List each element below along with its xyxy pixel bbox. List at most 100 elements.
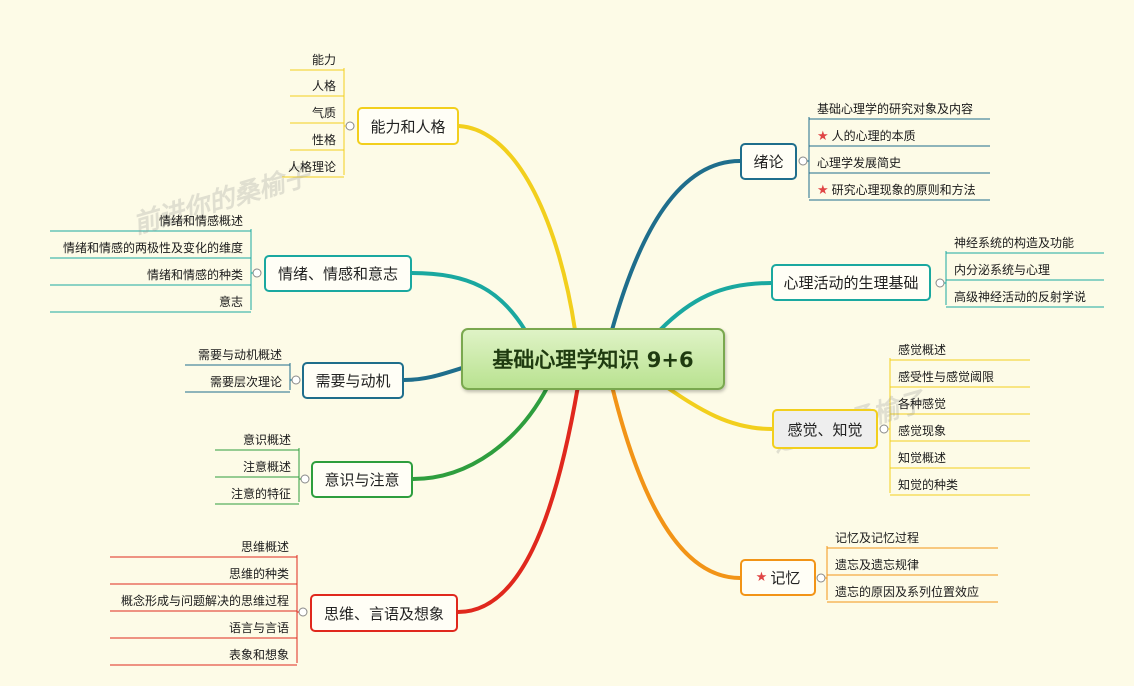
collapse-toggle-icon[interactable] (252, 268, 262, 278)
branch-thinking-label: 思维、言语及想象 (323, 604, 444, 623)
leaf-thinking-1[interactable]: 思维的种类 (229, 566, 289, 582)
leaf-sensation-2[interactable]: 各种感觉 (898, 396, 946, 412)
leaf-label: 需要与动机概述 (197, 348, 282, 362)
leaf-label: 思维概述 (240, 540, 289, 554)
leaf-need-1[interactable]: 需要层次理论 (210, 374, 282, 390)
branch-physio-label: 心理活动的生理基础 (783, 274, 919, 292)
leaf-label: 语言与言语 (228, 621, 289, 635)
leaf-sensation-3[interactable]: 感觉现象 (898, 423, 946, 439)
leaf-label: 气质 (311, 106, 336, 120)
leaf-label: 人的心理的本质 (831, 129, 916, 143)
leaf-label: 各种感觉 (898, 397, 947, 411)
leaf-label: 遗忘及遗忘规律 (835, 558, 920, 572)
leaf-intro-0[interactable]: 基础心理学的研究对象及内容 (817, 101, 973, 117)
collapse-toggle-icon[interactable] (798, 156, 808, 166)
leaf-sensation-5[interactable]: 知觉的种类 (898, 477, 958, 493)
leaf-intro-1[interactable]: ★人的心理的本质 (817, 128, 916, 144)
branch-intro[interactable]: 绪论 (740, 143, 797, 180)
branch-emotion[interactable]: 情绪、情感和意志 (264, 255, 412, 292)
star-icon: ★ (755, 570, 768, 585)
connector-thinking (456, 384, 580, 614)
branch-emotion-label: 情绪、情感和意志 (277, 265, 398, 283)
leaf-label: 记忆及记忆过程 (835, 531, 920, 545)
leaf-thinking-2[interactable]: 概念形成与问题解决的思维过程 (121, 593, 289, 609)
leaf-memory-1[interactable]: 遗忘及遗忘规律 (835, 557, 919, 573)
collapse-toggle-icon[interactable] (298, 607, 308, 617)
leaf-emotion-2[interactable]: 情绪和情感的种类 (147, 267, 243, 283)
connector-need (402, 366, 464, 382)
leaf-label: 研究心理现象的原则和方法 (831, 183, 976, 197)
branch-physio[interactable]: 心理活动的生理基础 (771, 264, 931, 301)
leaf-label: 意识概述 (242, 433, 291, 447)
leaf-label: 神经系统的构造及功能 (954, 236, 1075, 250)
leaf-label: 感受性与感觉阈限 (898, 370, 995, 384)
leaf-label: 人格 (311, 79, 336, 93)
leaf-consciousness-0[interactable]: 意识概述 (243, 432, 291, 448)
leaf-label: 注意概述 (242, 460, 291, 474)
leaf-label: 情绪和情感的种类 (146, 268, 243, 282)
connector-ability (457, 124, 577, 332)
leaf-label: 性格 (311, 133, 336, 147)
leaf-label: 感觉概述 (898, 343, 947, 357)
star-icon: ★ (817, 183, 829, 198)
connector-sensation (663, 384, 774, 431)
leaf-ability-0[interactable]: 能力 (312, 52, 336, 68)
collapse-toggle-icon[interactable] (816, 573, 826, 583)
leaf-intro-2[interactable]: 心理学发展简史 (817, 155, 901, 171)
leaf-emotion-1[interactable]: 情绪和情感的两极性及变化的维度 (63, 240, 243, 256)
collapse-toggle-icon[interactable] (345, 121, 355, 131)
leaf-memory-0[interactable]: 记忆及记忆过程 (835, 530, 919, 546)
leaf-ability-4[interactable]: 人格理论 (288, 159, 336, 175)
leaf-label: 能力 (311, 53, 336, 67)
leaf-emotion-3[interactable]: 意志 (219, 294, 243, 310)
branch-sensation[interactable]: 感觉、知觉 (772, 409, 878, 449)
leaf-label: 基础心理学的研究对象及内容 (817, 102, 974, 116)
leaf-ability-1[interactable]: 人格 (312, 78, 336, 94)
leaf-label: 表象和想象 (228, 648, 289, 662)
leaf-label: 人格理论 (287, 160, 336, 174)
collapse-toggle-icon[interactable] (935, 278, 945, 288)
branch-thinking[interactable]: 思维、言语及想象 (310, 594, 458, 632)
leaf-label: 遗忘的原因及系列位置效应 (835, 585, 980, 599)
connector-emotion (410, 271, 527, 332)
star-icon: ★ (817, 129, 829, 144)
leaf-label: 需要层次理论 (209, 375, 282, 389)
branch-memory-label: 记忆 (770, 569, 801, 587)
branch-need[interactable]: 需要与动机 (302, 362, 404, 399)
connector-memory (610, 384, 742, 580)
leaf-consciousness-1[interactable]: 注意概述 (243, 459, 291, 475)
leaf-thinking-4[interactable]: 表象和想象 (229, 647, 289, 663)
central-topic[interactable]: 基础心理学知识 9+6 (461, 328, 725, 390)
leaf-need-0[interactable]: 需要与动机概述 (198, 347, 282, 363)
branch-need-label: 需要与动机 (315, 372, 391, 390)
leaf-ability-2[interactable]: 气质 (312, 105, 336, 121)
leaf-memory-2[interactable]: 遗忘的原因及系列位置效应 (835, 584, 979, 600)
leaf-label: 心理学发展简史 (817, 156, 902, 170)
leaf-physio-2[interactable]: 高级神经活动的反射学说 (954, 289, 1086, 305)
leaf-label: 内分泌系统与心理 (954, 263, 1051, 277)
collapse-toggle-icon[interactable] (300, 474, 310, 484)
connector-consciousness (411, 384, 550, 481)
leaf-emotion-0[interactable]: 情绪和情感概述 (159, 213, 243, 229)
leaf-physio-1[interactable]: 内分泌系统与心理 (954, 262, 1050, 278)
leaf-thinking-3[interactable]: 语言与言语 (229, 620, 289, 636)
branch-memory[interactable]: ★记忆 (740, 559, 816, 596)
branch-sensation-label: 感觉、知觉 (787, 420, 863, 439)
leaf-intro-3[interactable]: ★研究心理现象的原则和方法 (817, 182, 976, 198)
leaf-physio-0[interactable]: 神经系统的构造及功能 (954, 235, 1074, 251)
leaf-sensation-0[interactable]: 感觉概述 (898, 342, 946, 358)
leaf-label: 意志 (218, 295, 243, 309)
branch-consciousness[interactable]: 意识与注意 (311, 461, 413, 498)
leaf-consciousness-2[interactable]: 注意的特征 (231, 486, 291, 502)
leaf-ability-3[interactable]: 性格 (312, 132, 336, 148)
leaf-thinking-0[interactable]: 思维概述 (241, 539, 289, 555)
connector-physio (658, 281, 773, 332)
collapse-toggle-icon[interactable] (291, 375, 301, 385)
leaf-sensation-1[interactable]: 感受性与感觉阈限 (898, 369, 994, 385)
branch-consciousness-label: 意识与注意 (324, 471, 400, 489)
branch-ability[interactable]: 能力和人格 (357, 107, 459, 145)
leaf-label: 思维的种类 (228, 567, 289, 581)
leaf-sensation-4[interactable]: 知觉概述 (898, 450, 946, 466)
leaf-label: 感觉现象 (898, 424, 947, 438)
